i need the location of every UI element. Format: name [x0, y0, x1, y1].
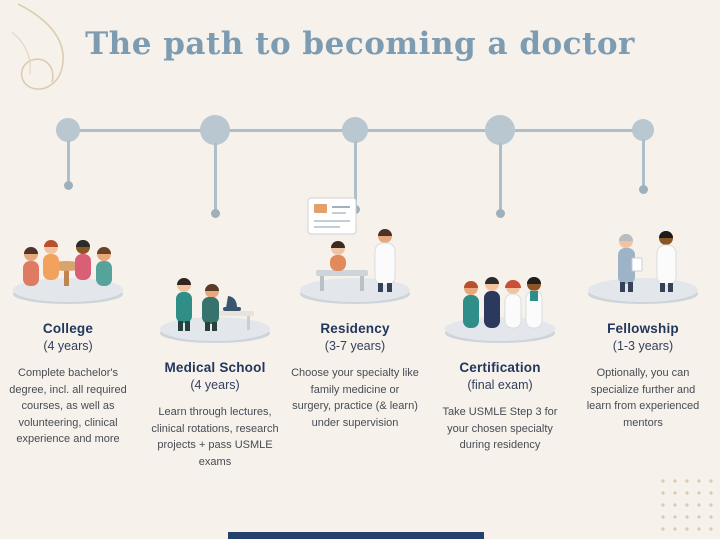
stage-description: Take USMLE Step 3 for your chosen specia… [442, 406, 558, 451]
college-students-illustration [13, 240, 123, 304]
medical-school-lab-illustration [160, 278, 270, 343]
timeline-endpoint-4 [496, 209, 505, 218]
timeline-connector-2 [214, 143, 217, 210]
stage-residency: Residency (3-7 years) Choose your specia… [290, 194, 420, 431]
stage-duration: (4 years) [43, 339, 93, 353]
fellowship-mentor-illustration [588, 231, 698, 304]
residency-exam-room-illustration [300, 197, 410, 304]
stage-name: Residency [320, 321, 390, 336]
stage-name: Medical School [164, 360, 266, 375]
stage-description: Optionally, you can specialize further a… [586, 367, 700, 429]
stage-description: Choose your specialty like family medici… [291, 367, 419, 429]
stage-name: Fellowship [607, 321, 679, 336]
stage-duration: (4 years) [190, 378, 240, 392]
stage-medical-school: Medical School (4 years) Learn through l… [150, 233, 280, 470]
stage-description: Learn through lectures, clinical rotatio… [151, 406, 279, 468]
stage-name: College [42, 321, 94, 336]
timeline-node-2 [200, 115, 230, 145]
stage-duration: (final exam) [467, 378, 533, 392]
timeline-node-3 [342, 117, 368, 143]
stage-duration: (3-7 years) [324, 339, 386, 353]
certification-team-illustration [445, 277, 555, 343]
stage-college: College (4 years) Complete bachelor's de… [3, 194, 133, 448]
footer-accent-bar [228, 532, 484, 539]
stage-description: Complete bachelor's degree, incl. all re… [9, 367, 127, 445]
stage-duration: (1-3 years) [612, 339, 674, 353]
timeline-endpoint-1 [64, 181, 73, 190]
stage-name: Certification [459, 360, 541, 375]
timeline-endpoint-5 [639, 185, 648, 194]
timeline-node-1 [56, 118, 80, 142]
stage-fellowship: Fellowship (1-3 years) Optionally, you c… [578, 194, 708, 431]
corner-squiggle-decoration [11, 3, 64, 90]
timeline-connector-4 [499, 143, 502, 210]
timeline-node-5 [632, 119, 654, 141]
timeline-endpoint-2 [211, 209, 220, 218]
timeline-connector-1 [67, 140, 70, 182]
timeline-connector-5 [642, 139, 645, 186]
page-title: The path to becoming a doctor [85, 26, 635, 62]
stage-certification: Certification (final exam) Take USMLE St… [435, 233, 565, 454]
timeline-node-4 [485, 115, 515, 145]
dot-grid-decoration [661, 479, 713, 531]
timeline-connector-3 [354, 141, 357, 206]
